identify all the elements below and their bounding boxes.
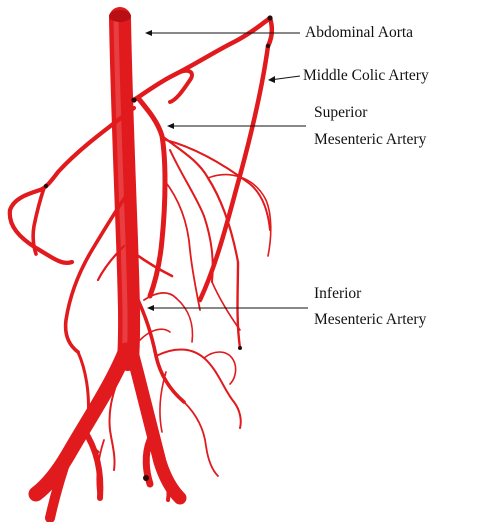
inferior-mesenteric-arrowhead bbox=[147, 305, 154, 311]
sma-branch-6 bbox=[238, 262, 241, 348]
arterial-tree bbox=[10, 10, 273, 518]
superior-mesenteric-vessel bbox=[138, 98, 165, 296]
ima-branch-8 bbox=[140, 329, 170, 340]
superior-mesenteric-label-line2: Mesenteric Artery bbox=[314, 130, 426, 150]
abdominal-aorta-label: Abdominal Aorta bbox=[305, 23, 413, 43]
vessel-end-6 bbox=[143, 475, 149, 481]
superior-mesenteric-arrowhead bbox=[167, 123, 174, 129]
aorta-top-cap bbox=[109, 10, 131, 22]
middle-colic-vessel bbox=[134, 18, 272, 300]
middle-colic-side-branch bbox=[170, 71, 192, 102]
sma-branch-7 bbox=[212, 282, 240, 330]
vessel-end-3 bbox=[131, 97, 136, 102]
ima-branch-9 bbox=[176, 298, 192, 342]
superior-mesenteric-label-line1: Superior bbox=[314, 103, 367, 123]
annotation-leaders bbox=[145, 30, 308, 311]
ima-branch-1 bbox=[156, 350, 241, 429]
left-common-iliac bbox=[36, 350, 126, 494]
vessel-end-4 bbox=[44, 184, 48, 188]
sma-branch-5 bbox=[208, 175, 271, 256]
abdominal-aorta-arrowhead bbox=[145, 30, 152, 36]
middle-colic-arrowhead bbox=[268, 76, 275, 83]
inferior-mesenteric-label-line1: Inferior bbox=[314, 284, 361, 304]
vessel-end-2 bbox=[266, 44, 270, 48]
ima-branch-2 bbox=[184, 402, 218, 476]
middle-colic-artery-label: Middle Colic Artery bbox=[303, 66, 429, 86]
vessel-end-5 bbox=[238, 346, 242, 350]
left-descending-vessel bbox=[33, 188, 44, 254]
right-common-iliac bbox=[132, 352, 180, 498]
inferior-mesenteric-label-line2: Mesenteric Artery bbox=[314, 310, 426, 330]
vessel-end-1 bbox=[267, 15, 272, 20]
sma-branch-4 bbox=[164, 180, 200, 310]
